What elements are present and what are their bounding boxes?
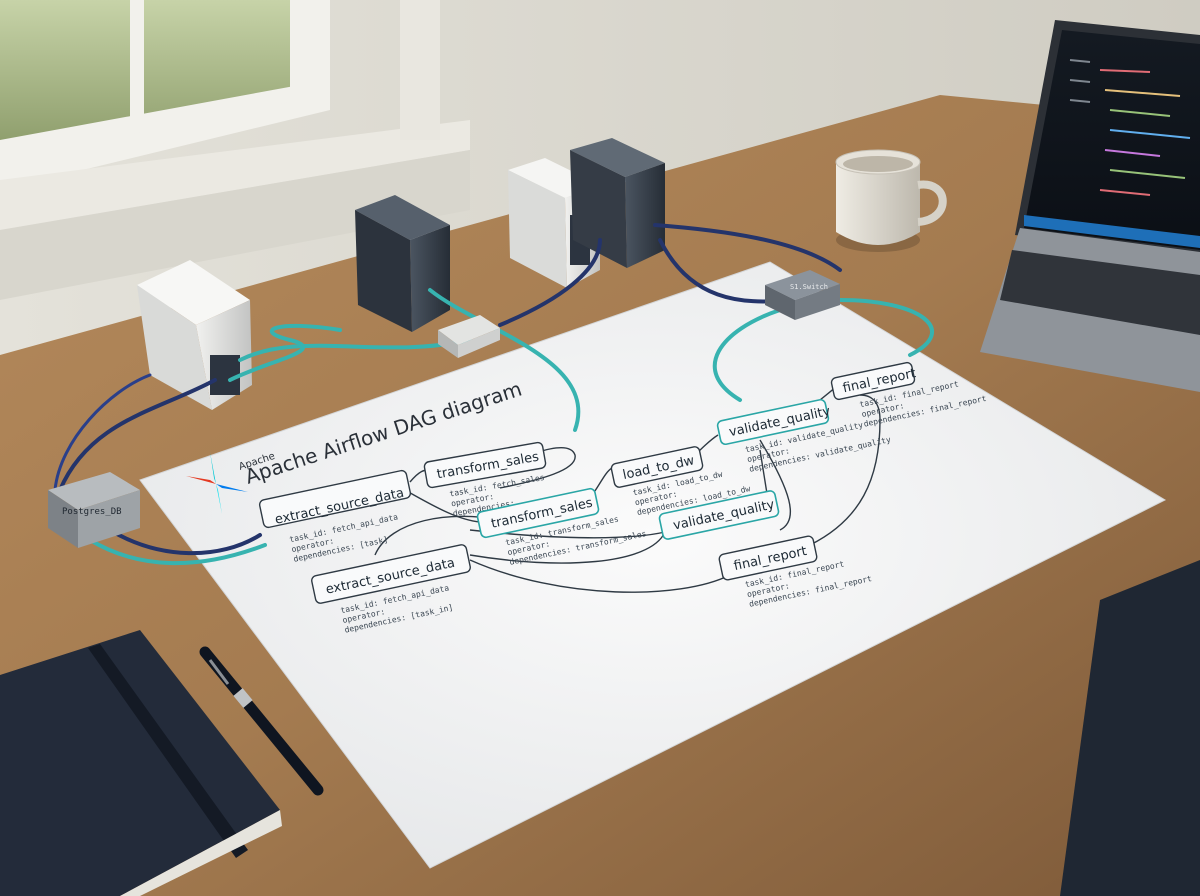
switch-right-label: S1.Switch (790, 283, 828, 291)
airflow-logo (186, 452, 248, 514)
server-box-dark (355, 195, 450, 332)
server-box-white-left (137, 260, 252, 410)
pen (199, 646, 324, 796)
edge (759, 439, 792, 531)
switch-right: S1.Switch (765, 270, 840, 320)
switch-center (438, 315, 500, 358)
coffee-mug (835, 149, 947, 252)
server-box-dark-right (570, 138, 665, 268)
notebook (0, 630, 282, 896)
code-lines (1069, 59, 1191, 196)
edge (404, 489, 481, 523)
postgres-db-label: Postgres_DB (62, 507, 122, 517)
edge (469, 531, 666, 564)
chair (1060, 560, 1200, 896)
dag-node-transform-sales-mid: transform_sales task_id: transform_sales… (476, 487, 647, 567)
edge (809, 394, 881, 546)
edge (469, 559, 731, 593)
dag-poster (139, 261, 1167, 869)
laptop (980, 20, 1200, 392)
postgres-db-switch: Postgres_DB (48, 472, 140, 548)
network-cables (53, 223, 934, 566)
dag-node-final-report-top: final_report task_id: final_report opera… (830, 361, 987, 429)
window (0, 0, 470, 300)
